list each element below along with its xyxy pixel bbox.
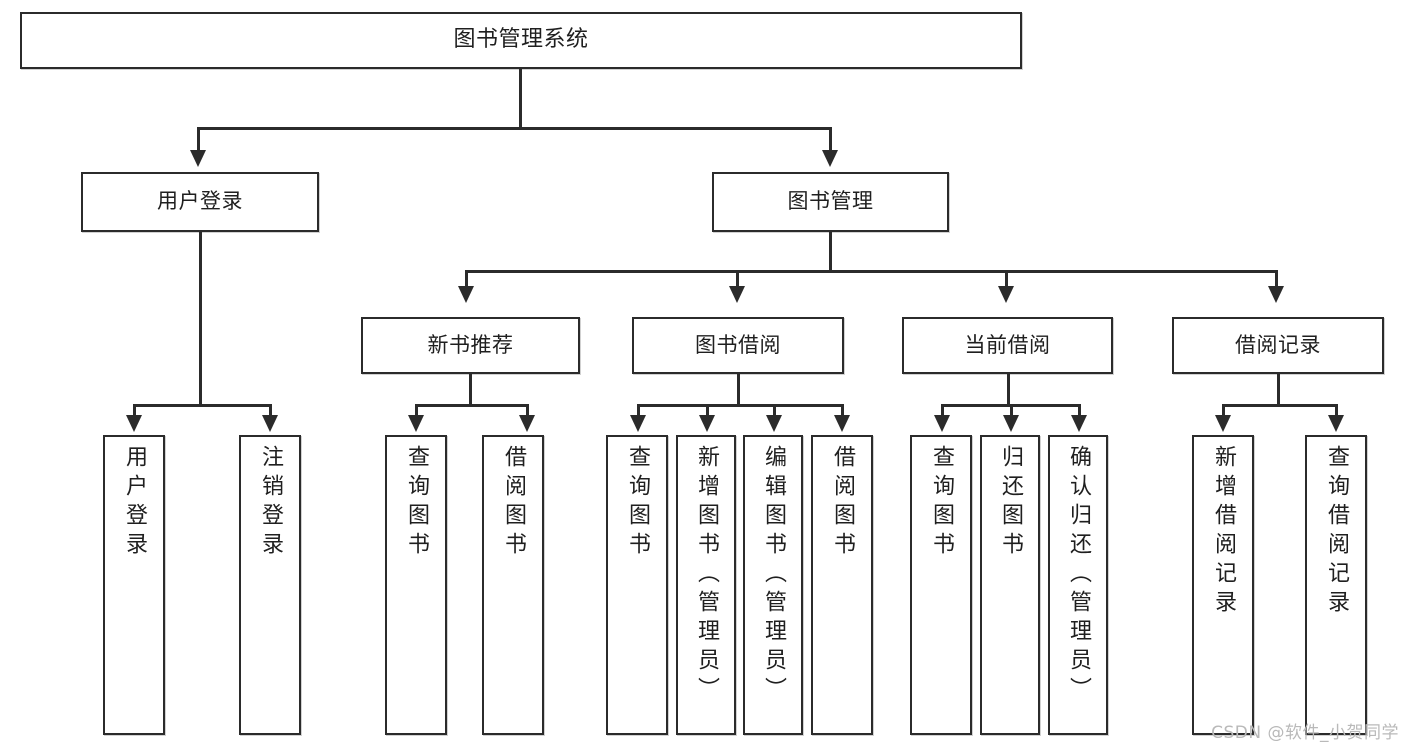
node-label: 借阅图书: [501, 445, 526, 561]
connector-book-borrow-drop-4: [841, 404, 844, 417]
connector-current-borrow-stem: [1007, 374, 1010, 406]
leaf-current-borrow-query[interactable]: 查询图书: [910, 435, 972, 735]
connector-borrow-record-stem: [1277, 374, 1280, 406]
node-label: 归还图书: [998, 445, 1023, 561]
node-user-login[interactable]: 用户登录: [81, 172, 319, 232]
arrow-to-book-borrow: [729, 286, 745, 303]
arrow-borrow-record-leaf-2: [1328, 415, 1344, 432]
arrow-to-new-book: [458, 286, 474, 303]
leaf-book-borrow-query[interactable]: 查询图书: [606, 435, 668, 735]
connector-to-new-book: [465, 270, 468, 288]
connector-root-bus: [197, 127, 831, 130]
leaf-current-borrow-return[interactable]: 归还图书: [980, 435, 1040, 735]
connector-user-login-drop-2: [269, 404, 272, 417]
connector-book-borrow-drop-2: [706, 404, 709, 417]
connector-to-book-manage: [829, 127, 832, 152]
connector-new-book-drop-2: [526, 404, 529, 417]
leaf-new-book-query[interactable]: 查询图书: [385, 435, 447, 735]
connector-to-user-login: [197, 127, 200, 152]
leaf-user-login-login[interactable]: 用户登录: [103, 435, 165, 735]
node-label: 图书借阅: [695, 332, 781, 357]
node-label: 图书管理: [787, 189, 874, 214]
arrow-book-borrow-leaf-2: [699, 415, 715, 432]
arrow-user-login-leaf-1: [126, 415, 142, 432]
node-label: 图书管理系统: [453, 27, 589, 53]
arrow-current-borrow-leaf-2: [1003, 415, 1019, 432]
connector-borrow-record-bus: [1222, 404, 1338, 407]
connector-book-borrow-drop-1: [637, 404, 640, 417]
node-book-manage[interactable]: 图书管理: [712, 172, 949, 232]
node-label: 查询图书: [625, 445, 650, 561]
arrow-to-user-login: [190, 150, 206, 167]
connector-to-current-borrow: [1005, 270, 1008, 288]
connector-user-login-bus: [133, 404, 271, 407]
arrow-book-borrow-leaf-3: [766, 415, 782, 432]
arrow-current-borrow-leaf-3: [1071, 415, 1087, 432]
node-label: 借阅图书: [830, 445, 855, 561]
node-label: 用户登录: [122, 445, 147, 561]
node-label: 编辑图书（管理员）: [761, 445, 786, 706]
connector-root-stem: [519, 69, 522, 127]
leaf-book-borrow-edit[interactable]: 编辑图书（管理员）: [743, 435, 803, 735]
node-label: 新增借阅记录: [1211, 445, 1236, 619]
connector-to-borrow-record: [1275, 270, 1278, 288]
node-label: 新增图书（管理员）: [694, 445, 719, 706]
arrow-user-login-leaf-2: [262, 415, 278, 432]
connector-new-book-stem: [469, 374, 472, 406]
leaf-book-borrow-borrow[interactable]: 借阅图书: [811, 435, 873, 735]
connector-user-login-drop-1: [133, 404, 136, 417]
connector-book-manage-bus: [465, 270, 1277, 273]
connector-current-borrow-drop-1: [941, 404, 944, 417]
node-current-borrow[interactable]: 当前借阅: [902, 317, 1113, 374]
arrow-to-borrow-record: [1268, 286, 1284, 303]
node-label: 查询图书: [929, 445, 954, 561]
connector-current-borrow-drop-2: [1010, 404, 1013, 417]
connector-book-borrow-drop-3: [773, 404, 776, 417]
connector-user-login-stem: [199, 232, 202, 406]
node-root-system[interactable]: 图书管理系统: [20, 12, 1022, 69]
arrow-to-book-manage: [822, 150, 838, 167]
node-label: 新书推荐: [427, 332, 514, 357]
connector-book-borrow-stem: [737, 374, 740, 406]
node-label: 当前借阅: [964, 332, 1051, 357]
node-new-book-recommend[interactable]: 新书推荐: [361, 317, 580, 374]
connector-book-borrow-bus: [637, 404, 843, 407]
leaf-book-borrow-add[interactable]: 新增图书（管理员）: [676, 435, 736, 735]
node-label: 查询借阅记录: [1324, 445, 1349, 619]
connector-borrow-record-drop-2: [1335, 404, 1338, 417]
connector-to-book-borrow: [736, 270, 739, 288]
node-label: 确认归还（管理员）: [1066, 445, 1091, 706]
arrow-new-book-leaf-2: [519, 415, 535, 432]
connector-new-book-bus: [415, 404, 529, 407]
arrow-book-borrow-leaf-1: [630, 415, 646, 432]
leaf-current-borrow-confirm-return[interactable]: 确认归还（管理员）: [1048, 435, 1108, 735]
node-label: 用户登录: [157, 189, 243, 214]
arrow-borrow-record-leaf-1: [1215, 415, 1231, 432]
connector-borrow-record-drop-1: [1222, 404, 1225, 417]
connector-new-book-drop-1: [415, 404, 418, 417]
leaf-new-book-borrow[interactable]: 借阅图书: [482, 435, 544, 735]
connector-current-borrow-drop-3: [1078, 404, 1081, 417]
arrow-current-borrow-leaf-1: [934, 415, 950, 432]
leaf-borrow-record-query[interactable]: 查询借阅记录: [1305, 435, 1367, 735]
arrow-new-book-leaf-1: [408, 415, 424, 432]
node-label: 借阅记录: [1235, 332, 1321, 357]
leaf-user-login-logout[interactable]: 注销登录: [239, 435, 301, 735]
node-label: 注销登录: [258, 445, 283, 561]
arrow-to-current-borrow: [998, 286, 1014, 303]
node-label: 查询图书: [404, 445, 429, 561]
connector-book-manage-stem: [829, 232, 832, 272]
leaf-borrow-record-add[interactable]: 新增借阅记录: [1192, 435, 1254, 735]
node-borrow-record[interactable]: 借阅记录: [1172, 317, 1384, 374]
arrow-book-borrow-leaf-4: [834, 415, 850, 432]
csdn-watermark: CSDN @软件_小贺同学: [1211, 723, 1399, 743]
node-book-borrow[interactable]: 图书借阅: [632, 317, 844, 374]
